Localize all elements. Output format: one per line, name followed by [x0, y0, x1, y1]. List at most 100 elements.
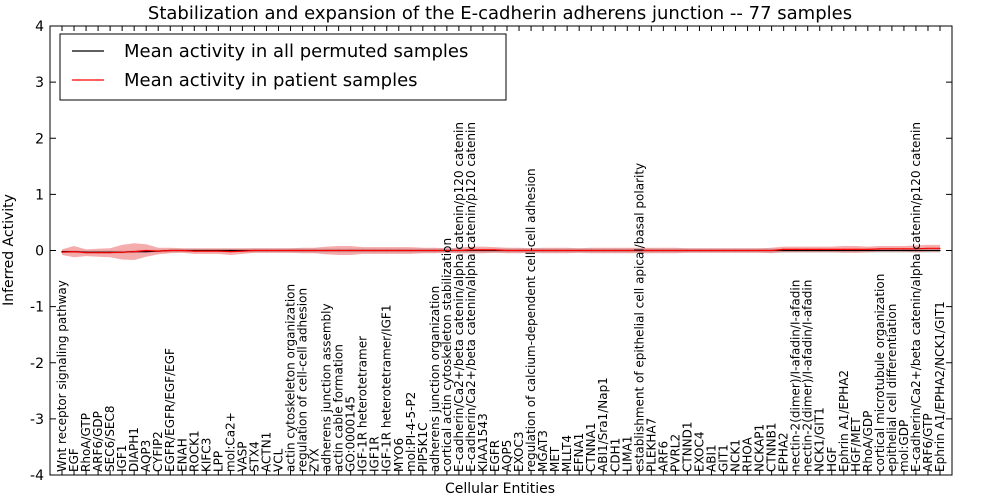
x-category-label: Wnt receptor signaling pathway	[55, 280, 69, 472]
x-category-label: DIAPH1	[127, 427, 141, 472]
x-category-label: RhoA/GTP	[79, 413, 93, 472]
x-category-label: KIAA1543	[476, 413, 490, 472]
x-category-label: LPP	[211, 451, 225, 472]
x-category-label: ENAH	[175, 438, 189, 472]
point-series-0-72	[927, 249, 929, 252]
x-category-label: CYFIP2	[151, 431, 165, 472]
x-category-label: PLEKHA7	[644, 418, 658, 472]
point-series-1-23	[338, 249, 340, 252]
x-category-label: Ephrin A1/EPHA2	[837, 370, 851, 472]
x-category-label: NCKAP1	[753, 424, 767, 472]
point-series-0-63	[819, 249, 821, 252]
point-series-1-57	[747, 249, 749, 252]
point-series-1-62	[807, 248, 809, 250]
x-category-label: actin cable formation	[332, 344, 346, 472]
point-series-1-50	[662, 249, 665, 252]
point-series-1-67	[867, 248, 869, 250]
x-category-label: cortical actin cytoskeleton stabilizatio…	[440, 238, 454, 472]
x-category-label: NCK1	[729, 439, 743, 472]
x-category-label: RHOA	[741, 436, 755, 472]
y-tick-label: 1	[35, 187, 44, 203]
x-category-label: ZYX	[308, 448, 322, 472]
x-category-label: adherens junction assembly	[320, 303, 334, 472]
x-category-label: CTNND1	[680, 421, 694, 472]
point-series-1-5	[121, 251, 123, 253]
y-tick-label: -2	[30, 356, 44, 372]
point-series-1-52	[686, 249, 689, 252]
point-series-0-60	[783, 249, 785, 252]
x-category-label: adherens junction organization	[428, 286, 442, 472]
x-category-label: ACTN1	[260, 432, 274, 472]
point-series-0-62	[807, 249, 809, 252]
point-series-1-35	[482, 249, 484, 251]
point-series-0-64	[831, 249, 833, 252]
point-series-1-43	[578, 249, 580, 252]
point-series-1-71	[915, 248, 917, 250]
point-series-1-3	[97, 252, 99, 254]
point-series-1-64	[831, 248, 833, 250]
point-series-1-15	[241, 250, 243, 252]
x-category-label: KIFC3	[199, 438, 213, 472]
y-tick-label: -1	[30, 300, 44, 316]
point-series-0-70	[903, 249, 905, 252]
point-series-1-22	[326, 249, 328, 252]
point-series-1-55	[722, 249, 725, 252]
point-series-1-44	[590, 249, 592, 252]
x-category-label: E-cadherin/Ca2+/beta catenin/alpha caten…	[909, 122, 923, 472]
x-category-label: E-cadherin/Ca2+/beta catenin/alpha caten…	[464, 122, 478, 472]
point-series-1-49	[650, 249, 652, 252]
point-series-1-32	[446, 249, 448, 252]
point-series-1-0	[61, 251, 63, 253]
x-category-label: AQP3	[139, 440, 153, 472]
point-series-0-71	[915, 249, 917, 252]
point-series-1-28	[398, 249, 400, 252]
x-category-label: AQP5	[500, 440, 514, 472]
point-series-0-65	[843, 249, 845, 252]
point-series-1-26	[374, 249, 376, 252]
x-category-label: E-cadherin/Ca2+/beta catenin/alpha caten…	[452, 122, 466, 472]
x-category-label: CTNNA1	[584, 422, 598, 472]
point-series-1-1	[73, 251, 75, 253]
x-category-label: ARF6	[656, 441, 670, 472]
x-category-label: STX4	[247, 441, 261, 472]
x-category-label: mol:PI-4-5-P2	[404, 392, 418, 472]
legend: Mean activity in all permuted samples Me…	[59, 33, 507, 101]
point-series-1-18	[277, 249, 280, 252]
point-series-1-29	[410, 249, 412, 252]
x-category-label: GO:0000145	[344, 396, 358, 472]
point-series-1-20	[301, 249, 304, 252]
x-category-label: nectin-2(dimer)/I-afadin/I-afadin	[801, 280, 815, 472]
point-series-0-66	[855, 249, 857, 252]
x-category-label: MLLT4	[560, 435, 574, 472]
x-category-label: nectin-2(dimer)/I-afadin/I-afadin	[789, 280, 803, 472]
x-category-label: EPHA2	[777, 432, 791, 472]
x-axis-label: Cellular Entities	[445, 481, 555, 497]
x-axis-category-labels: Wnt receptor signaling pathwayEGFRhoA/GT…	[55, 122, 947, 472]
point-series-1-39	[530, 249, 532, 252]
point-series-1-27	[386, 249, 388, 252]
chart-title: Stabilization and expansion of the E-cad…	[148, 3, 852, 24]
point-series-1-63	[819, 248, 821, 250]
point-series-1-54	[710, 249, 713, 252]
x-category-label: IGF-1R heterotetramer	[356, 336, 370, 472]
plot-frame	[49, 25, 953, 476]
x-category-label: RhoA/GDP	[861, 411, 875, 472]
point-series-1-19	[289, 249, 292, 252]
x-category-label: ABI1	[705, 444, 719, 472]
x-category-label: ROCK1	[187, 430, 201, 472]
x-category-label: SEC6/SEC8	[103, 406, 117, 472]
point-series-1-31	[434, 249, 436, 252]
point-series-0-73	[939, 249, 941, 252]
line-series-1	[61, 247, 940, 254]
x-category-label: epithelial cell differentiation	[885, 304, 899, 472]
x-category-label: HGF/MET	[849, 417, 863, 472]
point-series-1-46	[614, 249, 616, 252]
point-series-1-21	[314, 249, 316, 252]
point-series-0-67	[867, 249, 869, 252]
point-series-0-61	[795, 249, 797, 252]
point-series-1-16	[253, 249, 255, 252]
x-category-label: PVRL2	[668, 434, 682, 472]
x-category-label: MYO6	[392, 438, 406, 472]
x-category-label: CTNNB1	[765, 422, 779, 472]
